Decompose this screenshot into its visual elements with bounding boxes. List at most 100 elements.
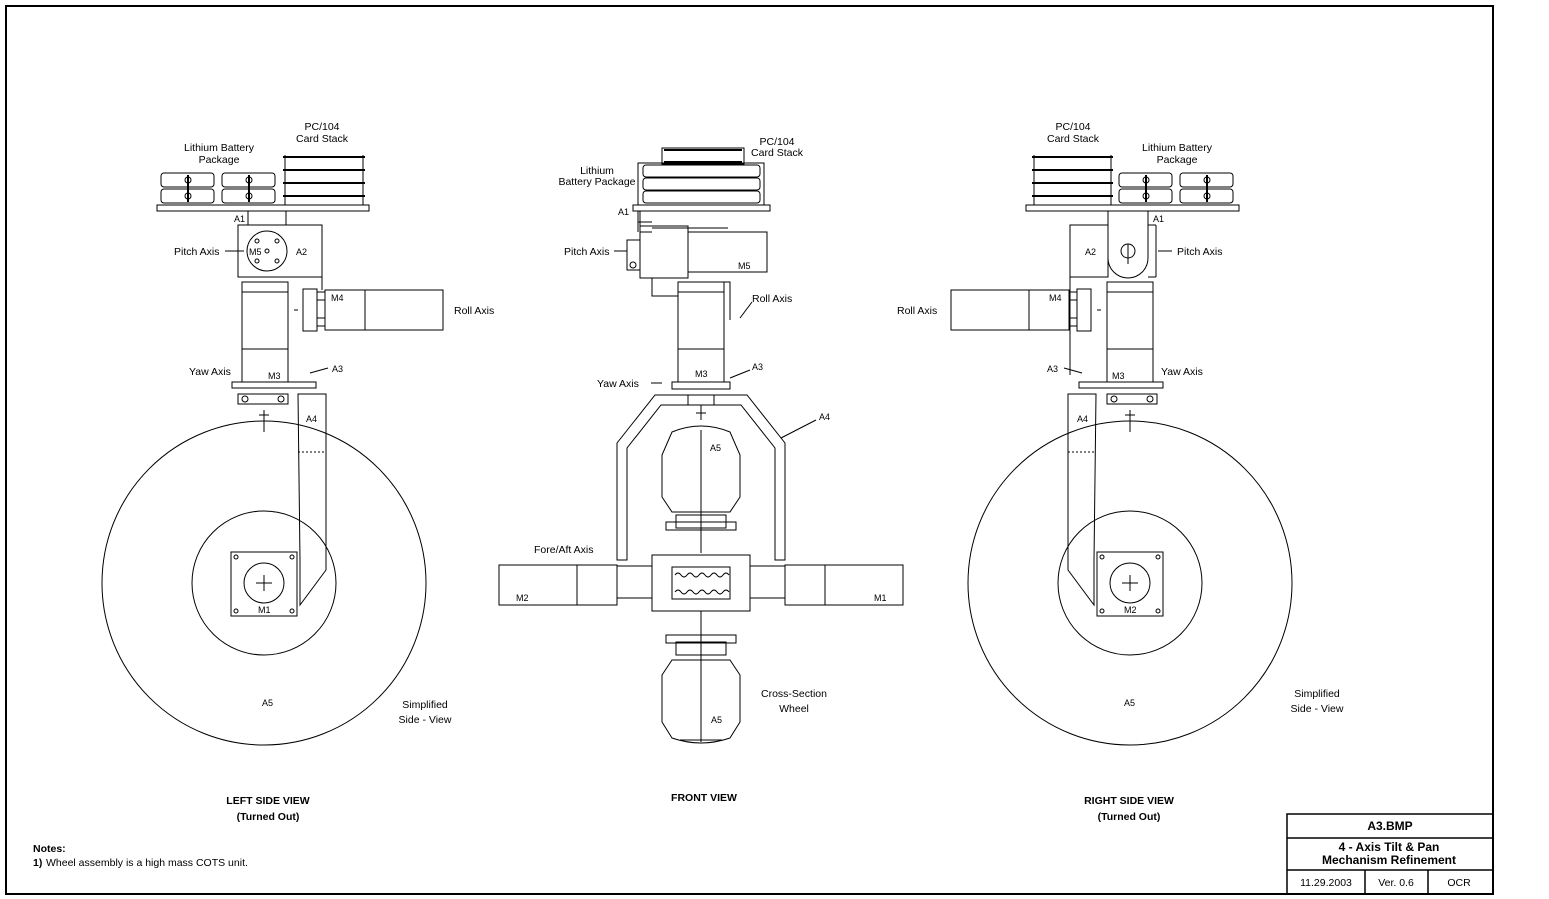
pc104-card-stack — [1032, 155, 1113, 205]
right-yaw-axis-label: Yaw Axis — [1161, 366, 1203, 378]
front-a4-label: A4 — [819, 412, 830, 422]
left-a4-label: A4 — [306, 414, 317, 424]
title-block-title: 4 - Axis Tilt & Pan — [1339, 840, 1440, 854]
right-pitch-axis-label: Pitch Axis — [1177, 246, 1223, 258]
front-m5-label: M5 — [738, 261, 751, 271]
right-battery-label-2: Package — [1157, 154, 1198, 166]
wheel-hub — [1057, 510, 1203, 656]
left-m1-label: M1 — [258, 605, 271, 615]
front-view — [498, 147, 904, 744]
title-block — [1286, 813, 1494, 895]
left-pc104-label-2: Card Stack — [296, 133, 349, 145]
wheel-cross-section-top — [661, 425, 741, 513]
right-pc104-label-2: Card Stack — [1047, 133, 1100, 145]
note-text: Wheel assembly is a high mass COTS unit. — [46, 857, 248, 869]
left-pc104-label: PC/104 — [304, 121, 339, 133]
title-block-title-2: Mechanism Refinement — [1322, 853, 1456, 867]
notes-heading: Notes: — [33, 843, 66, 855]
left-a2-label: A2 — [296, 247, 307, 257]
right-simplified-label: Simplified — [1294, 688, 1340, 700]
right-view-subtitle: (Turned Out) — [1098, 811, 1161, 823]
right-simplified-label-2: Side - View — [1291, 703, 1344, 715]
mounting-plate — [632, 204, 771, 212]
front-battery-label-2: Battery Package — [558, 176, 635, 188]
roll-motor — [324, 289, 444, 331]
right-battery-label: Lithium Battery — [1142, 142, 1213, 154]
left-simplified-label: Simplified — [402, 699, 448, 711]
right-m2-label: M2 — [1124, 605, 1137, 615]
left-simplified-label-2: Side - View — [399, 714, 452, 726]
front-a1-label: A1 — [618, 207, 629, 217]
front-roll-axis-label: Roll Axis — [752, 293, 792, 305]
right-view-title: RIGHT SIDE VIEW — [1084, 795, 1174, 807]
m2-motor-mount — [1096, 551, 1164, 617]
left-battery-label: Lithium Battery — [184, 142, 255, 154]
right-pc104-label: PC/104 — [1055, 121, 1090, 133]
front-battery-label: Lithium — [580, 165, 614, 177]
front-pc104-label: PC/104 — [759, 136, 794, 148]
title-block-date: 11.29.2003 — [1300, 877, 1352, 889]
left-m4-label: M4 — [331, 293, 344, 303]
wheel-hub — [191, 510, 337, 656]
m1-motor — [784, 564, 904, 606]
front-cross-section-label-2: Wheel — [779, 703, 809, 715]
front-yaw-axis-label: Yaw Axis — [597, 378, 639, 390]
front-m2-label: M2 — [516, 593, 529, 603]
right-a3-label: A3 — [1047, 364, 1058, 374]
right-a4-label: A4 — [1077, 414, 1088, 424]
front-m1-label: M1 — [874, 593, 887, 603]
left-view-subtitle: (Turned Out) — [237, 811, 300, 823]
left-side-view — [101, 155, 444, 746]
left-battery-label-2: Package — [199, 154, 240, 166]
roll-motor-body — [677, 281, 725, 383]
axle-assembly — [651, 554, 751, 612]
title-block-version: Ver. 0.6 — [1378, 877, 1414, 889]
front-cross-section-label: Cross-Section — [761, 688, 827, 700]
front-pc104-label-2: Card Stack — [751, 147, 804, 159]
right-roll-axis-label: Roll Axis — [897, 305, 937, 317]
battery-pack — [1118, 172, 1234, 204]
sheet-border — [5, 5, 1494, 895]
front-pitch-axis-label: Pitch Axis — [564, 246, 610, 258]
m1-motor-mount — [230, 551, 298, 617]
a4-fork — [616, 394, 688, 561]
left-a3-label: A3 — [332, 364, 343, 374]
pitch-motor — [687, 231, 768, 273]
wheel — [967, 420, 1293, 746]
left-view-title: LEFT SIDE VIEW — [226, 795, 310, 807]
right-a1-label: A1 — [1153, 214, 1164, 224]
mounting-plate — [1025, 204, 1240, 212]
pitch-clevis — [1107, 210, 1149, 279]
title-block-file: A3.BMP — [1367, 819, 1412, 833]
left-m5-label: M5 — [249, 247, 262, 257]
front-view-title: FRONT VIEW — [671, 792, 737, 804]
yaw-motor-body — [1106, 281, 1154, 383]
yaw-motor-body — [241, 281, 289, 383]
right-a2-label: A2 — [1085, 247, 1096, 257]
battery-pack — [160, 172, 276, 204]
front-a3-label: A3 — [752, 362, 763, 372]
note-number: 1) — [33, 857, 42, 869]
left-pitch-axis-label: Pitch Axis — [174, 246, 220, 258]
wheel-cross-section-bottom — [661, 659, 741, 744]
battery-pack — [637, 162, 765, 206]
front-fore-aft-axis-label: Fore/Aft Axis — [534, 544, 594, 556]
m5-motor — [246, 230, 288, 272]
left-a1-label: A1 — [234, 214, 245, 224]
left-yaw-axis-label: Yaw Axis — [189, 366, 231, 378]
mounting-plate — [156, 204, 370, 212]
a4-arm — [297, 393, 327, 607]
front-a5-bottom-label: A5 — [711, 715, 722, 725]
pc104-card-stack — [283, 155, 365, 205]
m2-motor — [498, 564, 618, 606]
right-side-view — [950, 155, 1293, 746]
left-roll-axis-label: Roll Axis — [454, 305, 494, 317]
front-m3-label: M3 — [695, 369, 708, 379]
right-m3-label: M3 — [1112, 371, 1125, 381]
a4-arm — [1067, 393, 1097, 607]
title-block-author: OCR — [1447, 877, 1471, 889]
left-a5-label: A5 — [262, 698, 273, 708]
wheel — [101, 420, 427, 746]
left-m3-label: M3 — [268, 371, 281, 381]
